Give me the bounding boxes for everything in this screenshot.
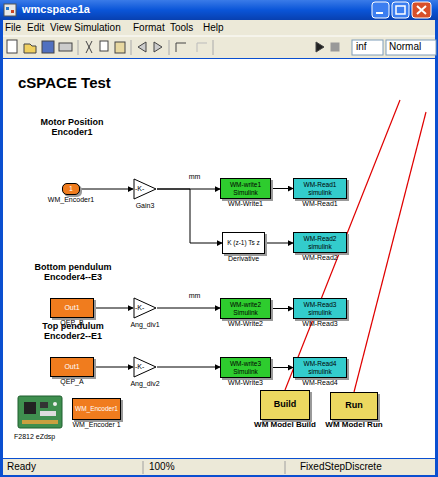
- app-icon: [4, 4, 16, 16]
- block-text: 1: [69, 185, 73, 193]
- wm-read-block: WM-Read3 simulinkWM-Read3: [293, 298, 347, 319]
- block-name: WM_Encoder 1: [72, 421, 120, 429]
- block-text: Out1: [64, 304, 79, 312]
- signal-line: [94, 308, 133, 309]
- run-button-block: RunWM Model Run: [330, 392, 378, 420]
- group-heading: Motor Position Encoder1: [30, 117, 114, 138]
- derivative-block: K (z-1) Ts zDerivative: [222, 232, 265, 254]
- menu-item: Tools: [170, 22, 193, 34]
- block-name: WM-Write3: [228, 379, 263, 387]
- gain-block: -K-Ang_div2: [133, 356, 157, 378]
- block-name: WM-Write1: [228, 200, 263, 208]
- wm-write-block: WM-write2 SimulinkWM-Write2: [220, 298, 271, 319]
- sim-mode-field: Normal: [389, 41, 421, 53]
- tool-bar: [3, 36, 435, 58]
- block-text: WM-Read1 simulink: [294, 181, 346, 195]
- menu-item: Format: [133, 22, 165, 34]
- menu-item: View: [50, 22, 72, 34]
- block-name: Gain3: [136, 202, 155, 210]
- toolbar-icons: [7, 40, 436, 55]
- menu-item: Simulation: [74, 22, 121, 34]
- signal-line: [271, 308, 293, 309]
- block-name: Ang_div1: [130, 321, 159, 329]
- block-name: WM Model Build: [254, 421, 316, 430]
- status-text: Ready: [7, 461, 36, 473]
- block-name: QEP_B: [60, 319, 83, 327]
- inport-block: 1WM_Encoder1: [62, 183, 80, 195]
- encoder-block: WM_Encoder1WM_Encoder 1: [72, 398, 121, 420]
- block-text: WM-write2 Simulink: [221, 301, 270, 315]
- gain-triangle-outline: [134, 298, 156, 318]
- menu-item: File: [5, 22, 21, 34]
- gain-triangle-outline: [134, 179, 156, 199]
- block-text: -K-: [135, 304, 144, 312]
- block-text: K (z-1) Ts z: [227, 239, 260, 246]
- signal-line: [271, 367, 293, 368]
- wm-read-block: WM-Read2 simulinkWM-Read2: [293, 232, 347, 253]
- menu-item: Help: [203, 22, 224, 34]
- signal-line: [157, 367, 220, 368]
- block-name: WM-Write2: [228, 320, 263, 328]
- stop-time-field: inf: [356, 41, 367, 53]
- block-text: WM-Read4 simulink: [294, 360, 346, 374]
- window-buttons: [372, 2, 431, 18]
- signal-line: [265, 243, 293, 244]
- block-name: F2812 eZdsp: [14, 433, 55, 441]
- qep-block: Out1QEP_A: [50, 357, 94, 377]
- block-text: WM-Read2 simulink: [294, 235, 346, 249]
- block-text: WM-Read3 simulink: [294, 301, 346, 315]
- status-bar: [3, 459, 435, 475]
- model-canvas: [3, 59, 435, 458]
- signal-line: [94, 367, 133, 368]
- block-text: WM_Encoder1: [75, 405, 118, 412]
- block-name: Derivative: [228, 255, 259, 263]
- gain-block: -K-Gain3: [133, 178, 157, 200]
- group-heading: Bottom pendulum Encoder4--E3: [28, 262, 118, 283]
- signal-unit-label: mm: [188, 173, 202, 180]
- status-text: FixedStepDiscrete: [300, 461, 382, 473]
- title-bar: [0, 0, 438, 20]
- window-title: wmcspace1a: [22, 3, 90, 16]
- signal-line: [80, 189, 133, 190]
- block-name: WM-Read1: [302, 200, 337, 208]
- wm-read-block: WM-Read1 simulinkWM-Read1: [293, 178, 347, 199]
- ezdsp-board-icon: [18, 396, 62, 428]
- status-separators: [143, 461, 285, 474]
- block-name: WM-Read2: [302, 254, 337, 262]
- signal-unit-label: mm: [188, 292, 202, 299]
- block-text: Out1: [64, 363, 79, 371]
- block-text: -K-: [135, 363, 144, 371]
- block-text: Run: [345, 401, 363, 411]
- wm-read-block: WM-Read4 simulinkWM-Read4: [293, 357, 347, 378]
- block-text: Build: [274, 400, 297, 410]
- block-name: Ang_div2: [130, 380, 159, 388]
- signal-line: [271, 188, 293, 189]
- status-text: 100%: [149, 461, 175, 473]
- gain-triangle-outline: [134, 357, 156, 377]
- signal-line: [157, 308, 220, 309]
- signal-line: [157, 189, 222, 243]
- build-button-block: BuildWM Model Build: [260, 390, 310, 420]
- block-name: WM-Read3: [302, 320, 337, 328]
- block-text: WM-write3 Simulink: [221, 360, 270, 374]
- menu-item: Edit: [27, 22, 44, 34]
- block-name: WM_Encoder1: [48, 196, 94, 204]
- diagram-title: cSPACE Test: [18, 74, 111, 91]
- callout-leader-line: [285, 100, 426, 392]
- qep-block: Out1QEP_B: [50, 298, 94, 318]
- wm-write-block: WM-write1 SimulinkWM-Write1: [220, 178, 271, 199]
- block-text: WM-write1 Simulink: [221, 181, 270, 195]
- block-name: WM-Read4: [302, 379, 337, 387]
- block-name: QEP_A: [60, 378, 83, 386]
- menu-bar: [3, 20, 435, 36]
- block-text: -K-: [135, 185, 144, 193]
- block-name: WM Model Run: [325, 421, 382, 430]
- gain-block: -K-Ang_div1: [133, 297, 157, 319]
- wm-write-block: WM-write3 SimulinkWM-Write3: [220, 357, 271, 378]
